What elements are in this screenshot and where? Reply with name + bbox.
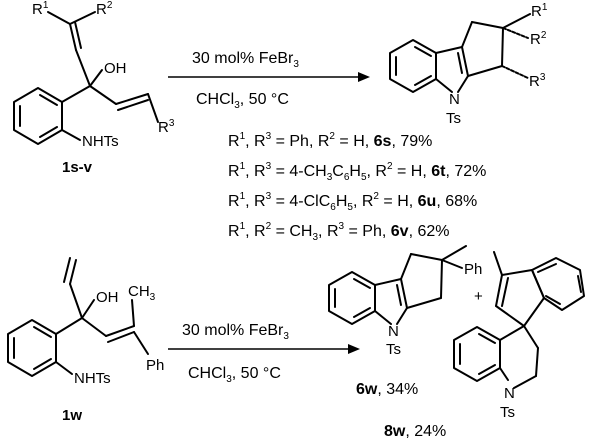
tosyl-label-6w: Ts xyxy=(386,341,401,358)
solvent-label-2: CHCl3, 50 °C xyxy=(188,365,281,385)
nhts-label-1w: NHTs xyxy=(74,370,111,387)
product-r2-label: R2 xyxy=(530,30,547,48)
indole-n-label: N xyxy=(449,91,460,108)
r3-label: R3 xyxy=(158,118,175,136)
reaction-arrow-2: 30 mol% FeBr3 CHCl3, 50 °C xyxy=(168,322,360,385)
result-row-6v: R1, R2 = CH3, R3 = Ph, 6v, 62% xyxy=(228,221,449,243)
substrate-1s-v: OH NHTs R1 R2 R3 1s-v xyxy=(13,0,175,176)
substrate-1w: OH CH3 Ph NHTs 1w xyxy=(7,257,164,424)
reaction-arrow-1: 30 mol% FeBr3 CHCl3, 50 °C xyxy=(168,50,370,111)
phenyl-label-6w: Ph xyxy=(464,261,482,278)
tosyl-label: Ts xyxy=(446,110,461,127)
r1-label: R1 xyxy=(32,0,49,18)
results-list: R1, R3 = Ph, R2 = H, 6s, 79% R1, R3 = 4-… xyxy=(228,131,486,243)
plus-sign: + xyxy=(474,288,483,305)
methyl-label-1w: CH3 xyxy=(128,283,156,303)
product-label-6w: 6w, 34% xyxy=(356,381,418,398)
product-8w: N Ts 8w, 24% xyxy=(384,251,585,440)
substrate-label-1s-v: 1s-v xyxy=(62,159,93,176)
phenyl-label-1w: Ph xyxy=(146,357,164,374)
hydroxyl-label: OH xyxy=(104,60,127,77)
product-6w: Ph N Ts 6w, 34% xyxy=(328,245,482,398)
reagent-label-1: 30 mol% FeBr3 xyxy=(192,50,299,70)
nhts-label: NHTs xyxy=(82,133,119,150)
hydroxyl-label-1w: OH xyxy=(96,289,119,306)
product-r3-label: R3 xyxy=(529,72,546,90)
reagent-label-2: 30 mol% FeBr3 xyxy=(182,322,289,342)
result-row-6u: R1, R3 = 4-ClC6H5, R2 = H, 6u, 68% xyxy=(228,191,477,213)
quinoline-n-label-8w: N xyxy=(504,385,515,402)
product-label-8w: 8w, 24% xyxy=(384,423,446,440)
product-6s-v: N Ts R1 R2 R3 xyxy=(389,2,548,127)
result-row-6t: R1, R3 = 4-CH3C6H5, R2 = H, 6t, 72% xyxy=(228,161,486,183)
result-row-6s: R1, R3 = Ph, R2 = H, 6s, 79% xyxy=(228,131,432,150)
indole-n-label-6w: N xyxy=(388,323,399,340)
solvent-label-1: CHCl3, 50 °C xyxy=(196,91,289,111)
substrate-label-1w: 1w xyxy=(62,407,82,424)
tosyl-label-8w: Ts xyxy=(500,404,515,421)
product-r1-label: R1 xyxy=(531,2,548,20)
r2-label: R2 xyxy=(96,0,113,18)
